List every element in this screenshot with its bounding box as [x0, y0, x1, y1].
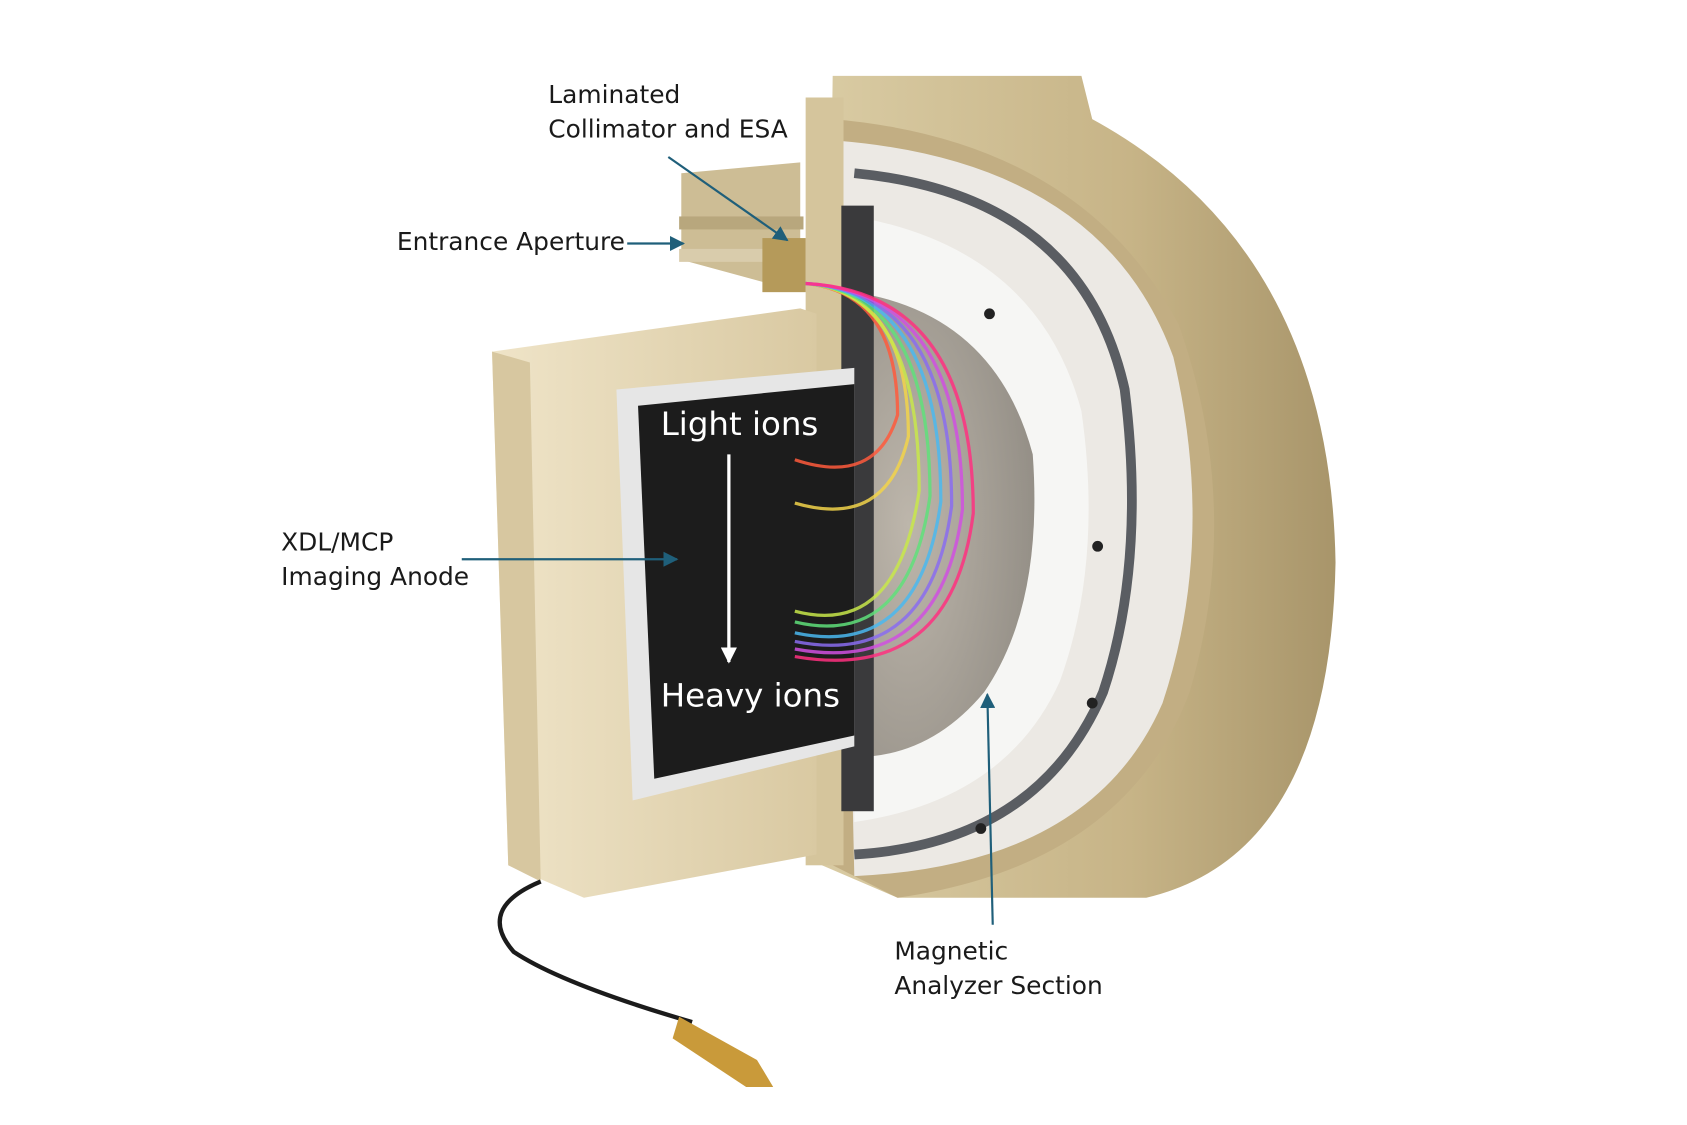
- ion-track: [794, 281, 921, 617]
- ion-track: [794, 281, 932, 628]
- anode-label-line2: Imaging Anode: [281, 562, 469, 591]
- sma-connector: [672, 1016, 774, 1087]
- anode-label-line1: XDL/MCP: [281, 528, 393, 557]
- anode-frame: [492, 308, 855, 898]
- heavy-ions-label: Heavy ions: [661, 676, 840, 714]
- collimator-label-line2: Collimator and ESA: [548, 115, 787, 144]
- entrance-aperture-label: Entrance Aperture: [397, 227, 625, 256]
- ion-track: [794, 281, 954, 647]
- collimator-label-line1: Laminated: [548, 80, 680, 109]
- magnetic-arrow: [980, 692, 996, 925]
- ion-track: [794, 281, 965, 655]
- collimator-assembly: [679, 162, 806, 293]
- signal-cable: [497, 879, 774, 1087]
- ion-tracks: [794, 281, 975, 662]
- ion-track: [794, 281, 975, 662]
- magnetic-label-line2: Analyzer Section: [894, 971, 1102, 1000]
- collimator-arrow: [667, 156, 789, 242]
- magnetic-analyzer-housing: [805, 75, 1336, 898]
- magnetic-label-line1: Magnetic: [894, 936, 1008, 965]
- light-ions-label: Light ions: [661, 405, 819, 443]
- ion-track: [794, 281, 943, 639]
- imaging-anode: [638, 384, 855, 779]
